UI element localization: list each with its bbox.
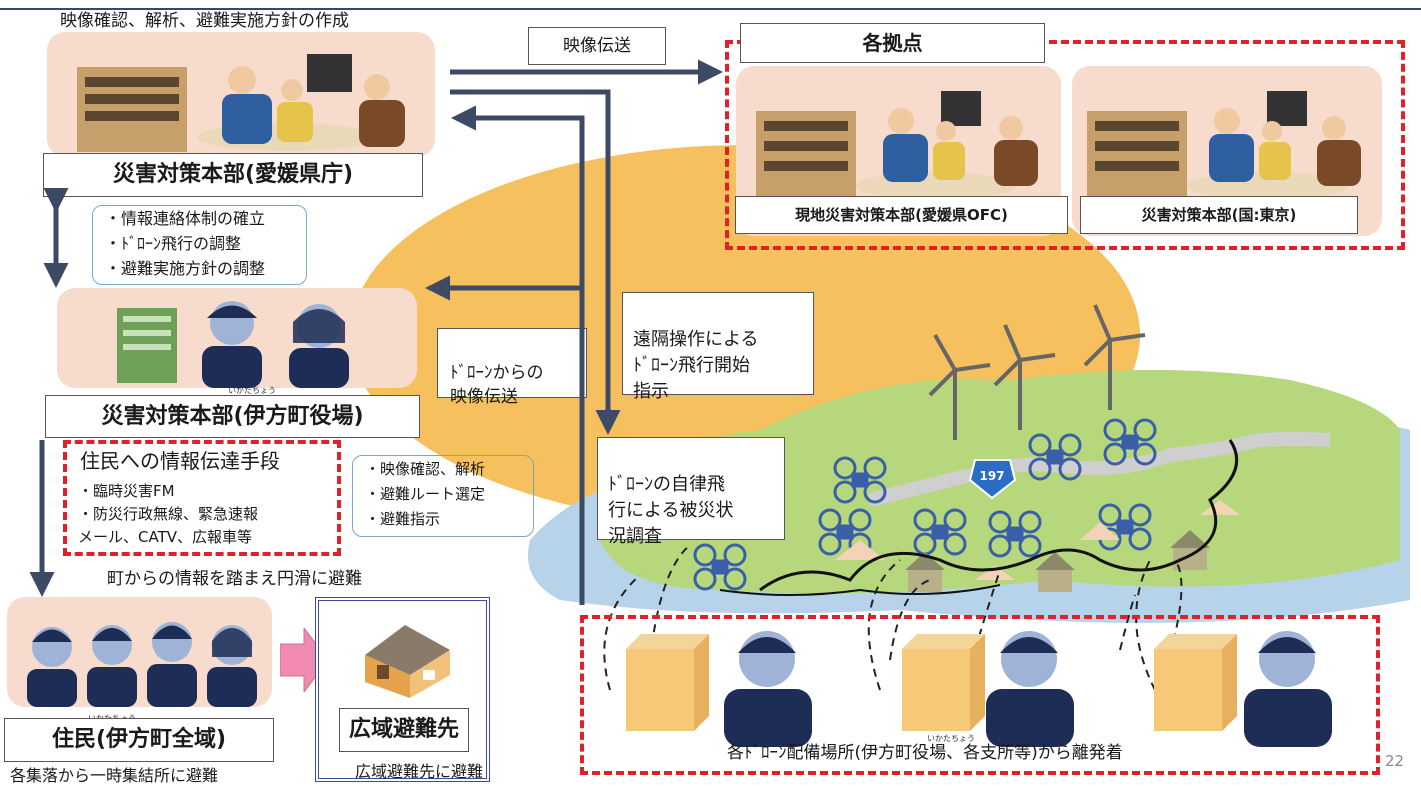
bases-title: 各拠点: [862, 31, 923, 55]
town-task-1: ・映像確認、解析: [365, 460, 486, 478]
town-photo: [57, 288, 417, 388]
drone-base-caption: 各ﾄﾞﾛｰﾝ配備場所(伊方町役場、各支所等)から離発着: [727, 743, 1123, 763]
house-icon: [365, 625, 450, 698]
drone-base-frame: [580, 615, 1380, 775]
officials-illustration: [117, 301, 349, 388]
prefecture-photo: [47, 32, 435, 157]
arrow-remote-operation: [450, 89, 621, 435]
video-transmission-label: 映像伝送: [528, 27, 666, 65]
top-frame: [0, 0, 1421, 10]
wide-area-title-box: 広域避難先: [339, 708, 469, 752]
wide-area-caption: 広域避難先に避難: [355, 762, 484, 781]
meeting-illustration: [756, 91, 1038, 201]
prefecture-caption: 映像確認、解析、避難実施方針の作成: [60, 11, 349, 31]
town-task-3: ・避難指示: [365, 510, 441, 528]
resident-info-item-3: メール、CATV、広報車等: [78, 528, 252, 546]
wind-turbine: [928, 304, 1146, 440]
bases-frame: [725, 40, 1405, 250]
bases-title-box: 各拠点: [740, 23, 1045, 63]
coordination-bracket: [92, 205, 307, 285]
house-icons: [905, 530, 1210, 592]
flight-path: [759, 439, 1239, 592]
drone-icon: [1098, 503, 1152, 551]
drone-icon: [818, 508, 872, 556]
residents-illustration: [27, 622, 257, 707]
coordination-note-3: ・避難実施方針の調整: [105, 259, 266, 278]
prefecture-title-box: 災害対策本部(愛媛県庁): [43, 153, 423, 197]
drone-icon: [988, 510, 1042, 558]
town-title: 災害対策本部(伊方町役場): [101, 404, 364, 429]
wide-area-title: 広域避難先: [348, 717, 459, 742]
drone-icon: [833, 456, 887, 504]
coordination-note-2: ・ﾄﾞﾛｰﾝ飛行の調整: [105, 234, 242, 253]
arrow-video-to-prefecture: [451, 105, 585, 605]
drone-base-ruby: いかたちょう: [927, 734, 975, 743]
operator-icons: [724, 631, 1332, 747]
autonomous-flight-label: ﾄﾞﾛｰﾝの自律飛 行による被災状 況調査: [597, 437, 785, 547]
residents-title: 住民(伊方町全域): [51, 727, 227, 752]
box-icons: [626, 634, 1237, 731]
drone-icon: [1103, 418, 1157, 466]
road-sign-shape: [968, 459, 1017, 500]
drone-base-illustration: [626, 631, 1332, 747]
residents-photo: [7, 597, 272, 707]
remote-operation-label: 遠隔操作による ﾄﾞﾛｰﾝ飛行開始 指示: [622, 292, 814, 402]
base-label-2: 災害対策本部(国:東京): [1080, 196, 1358, 234]
base-label-1: 現地災害対策本部(愛媛県OFC): [735, 196, 1068, 234]
flight-path: [719, 584, 1001, 596]
drone-group: [693, 418, 1157, 591]
town-tasks-bracket: [352, 455, 534, 537]
road: [868, 432, 1331, 507]
page-number: 22: [1385, 752, 1405, 770]
town-ruby: いかたちょう: [228, 386, 276, 395]
road-sign-number: 197: [979, 469, 1004, 483]
resident-info-title: 住民への情報伝達手段: [80, 449, 280, 473]
town-task-2: ・避難ルート選定: [365, 485, 486, 503]
drone-video-label: ﾄﾞﾛｰﾝからの 映像伝送: [437, 328, 587, 407]
residents-caption: 各集落から一時集結所に避難: [10, 766, 219, 785]
meeting-illustration: [1087, 91, 1361, 201]
tent-icons: [835, 500, 1240, 580]
smooth-evacuation-caption: 町からの情報を踏まえ円滑に避難: [107, 569, 362, 589]
resident-info-frame: [63, 440, 341, 556]
resident-info-item-2: ・防災行政無線、緊急速報: [78, 505, 259, 523]
residents-title-box: 住民(伊方町全域): [4, 718, 274, 762]
coordination-note-1: ・情報連絡体制の確立: [105, 209, 266, 228]
drone-icon: [693, 543, 747, 591]
meeting-illustration: [77, 54, 405, 152]
resident-info-item-1: ・臨時災害FM: [78, 482, 175, 500]
town-title-box: 災害対策本部(伊方町役場): [45, 395, 420, 438]
prefecture-title: 災害対策本部(愛媛県庁): [112, 162, 354, 187]
drone-icon: [1028, 433, 1082, 481]
